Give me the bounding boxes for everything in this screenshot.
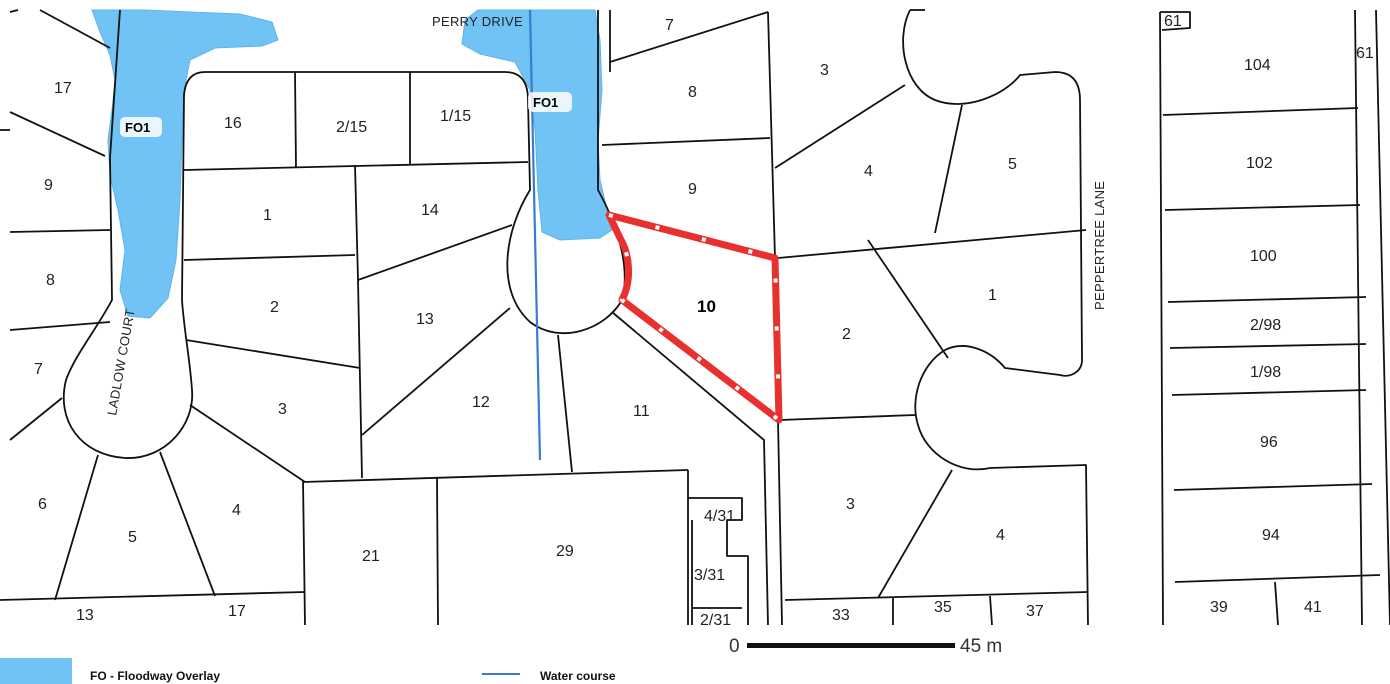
floodway-area-west [91, 9, 279, 319]
lot-label: 21 [362, 548, 380, 565]
lot-label: 2/15 [336, 119, 367, 136]
lot-label: 5 [1008, 156, 1017, 173]
lot-label: 17 [54, 80, 72, 97]
lot-label: 11 [633, 403, 650, 420]
street-label-peppertree-lane: PEPPERTREE LANE [1092, 181, 1107, 310]
lot-label: 102 [1246, 155, 1273, 172]
lot-label: 13 [76, 607, 94, 624]
svg-text:FO1: FO1 [125, 120, 150, 135]
lot-label: 6 [38, 496, 47, 513]
lot-label: 14 [421, 202, 439, 219]
lot-label: 7 [34, 361, 43, 378]
lot-label: 8 [688, 84, 697, 101]
floodway-legend-swatch [0, 658, 72, 684]
lot-label: 2 [842, 326, 851, 343]
lot-label: 41 [1304, 599, 1322, 616]
lot-label: 2/31 [700, 612, 731, 629]
lot-label: 96 [1260, 434, 1278, 451]
scale-start-label: 0 [729, 636, 740, 657]
lot-labels: 17 9 8 7 6 5 4 13 17 3 2 1 16 2/15 1/15 … [34, 13, 1374, 629]
lot-label: 17 [228, 603, 246, 620]
parcel-boundaries [0, 9, 1390, 626]
lot-label: 29 [556, 543, 574, 560]
lot-label: 7 [665, 17, 674, 34]
lot-label: 33 [832, 607, 850, 624]
floodway-legend-label: FO - Floodway Overlay [90, 669, 221, 683]
overlay-tag-west: FO1 [120, 117, 162, 137]
lot-label: 9 [688, 181, 697, 198]
lot-label: 4 [232, 502, 241, 519]
lot-label: 1/15 [440, 108, 471, 125]
scale-bar: 0 45 m [729, 636, 1002, 657]
overlay-tag-east: FO1 [528, 92, 572, 112]
lot-label: 2 [270, 299, 279, 316]
street-label-perry-drive: PERRY DRIVE [432, 14, 523, 29]
watercourse-legend-label: Water course [540, 669, 616, 683]
lot-label: 1/98 [1250, 364, 1281, 381]
floodway-area-east [461, 9, 613, 241]
lot-label: 4 [864, 163, 873, 180]
lot-label: 104 [1244, 57, 1271, 74]
lot-label: 3/31 [694, 567, 725, 584]
lot-label: 1 [988, 287, 997, 304]
floodway-overlay [91, 9, 613, 319]
lot-label: 1 [263, 207, 272, 224]
lot-label: 13 [416, 311, 434, 328]
street-label-ladlow-court: LADLOW COURT [104, 307, 138, 416]
lot-label: 94 [1262, 527, 1280, 544]
lot-label: 3 [278, 401, 287, 418]
lot-label: 12 [472, 394, 490, 411]
lot-label: 39 [1210, 599, 1228, 616]
lot-label: 3 [846, 496, 855, 513]
lot-label: 35 [934, 599, 952, 616]
highlighted-lot-label: 10 [697, 297, 716, 316]
lot-label: 37 [1026, 603, 1044, 620]
lot-label: 2/98 [1250, 317, 1281, 334]
map-legend: FO - Floodway Overlay Water course [0, 658, 1390, 684]
lot-label: 9 [44, 177, 53, 194]
lot-label: 8 [46, 272, 55, 289]
lot-label: 4 [996, 527, 1005, 544]
water-course-line [528, 9, 542, 461]
lot-label: 100 [1250, 248, 1277, 265]
lot-label: 61 [1164, 13, 1182, 30]
lot-label: 4/31 [704, 508, 735, 525]
highlighted-lot-boundary [605, 211, 783, 425]
lot-label: 16 [224, 115, 242, 132]
lot-label: 5 [128, 529, 137, 546]
scale-end-label: 45 m [960, 636, 1002, 657]
map-canvas: PERRY DRIVE LADLOW COURT PEPPERTREE LANE… [0, 9, 1390, 657]
lot-label: 61 [1356, 45, 1374, 62]
watercourse-legend-line [482, 673, 520, 675]
lot-label: 3 [820, 62, 829, 79]
svg-text:FO1: FO1 [533, 95, 558, 110]
